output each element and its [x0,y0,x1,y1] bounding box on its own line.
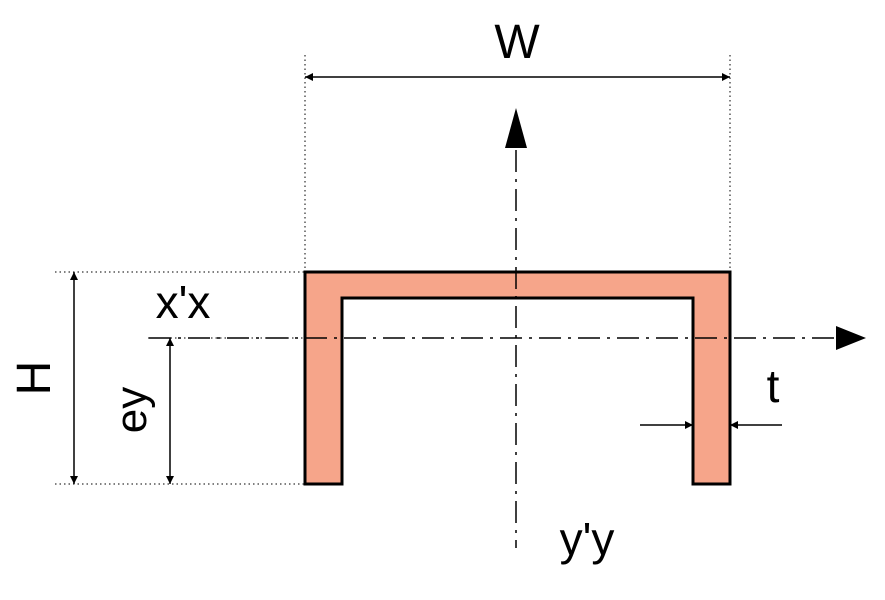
y-axis-label: y'y [560,513,615,565]
y-axis-arrow-icon [505,108,527,148]
thickness-label: t [767,360,780,412]
centroid-axes [149,150,836,548]
width-label: W [494,16,540,69]
height-label: H [8,361,61,396]
ey-label: ey [107,387,156,433]
extension-lines [55,55,731,485]
x-axis-arrow-icon [836,326,866,350]
x-axis-label: x'x [156,276,211,328]
channel-section [303,270,732,486]
